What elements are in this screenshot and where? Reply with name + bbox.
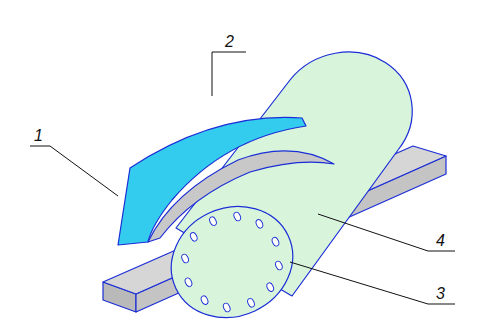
- callout-number: 4: [436, 232, 445, 250]
- callout-number: 1: [34, 127, 43, 145]
- blade-edge: [148, 151, 334, 242]
- callout-number: 3: [436, 285, 445, 303]
- leader-lines: [30, 52, 455, 304]
- hole-ring: [165, 196, 299, 322]
- callout-number: 2: [225, 33, 234, 51]
